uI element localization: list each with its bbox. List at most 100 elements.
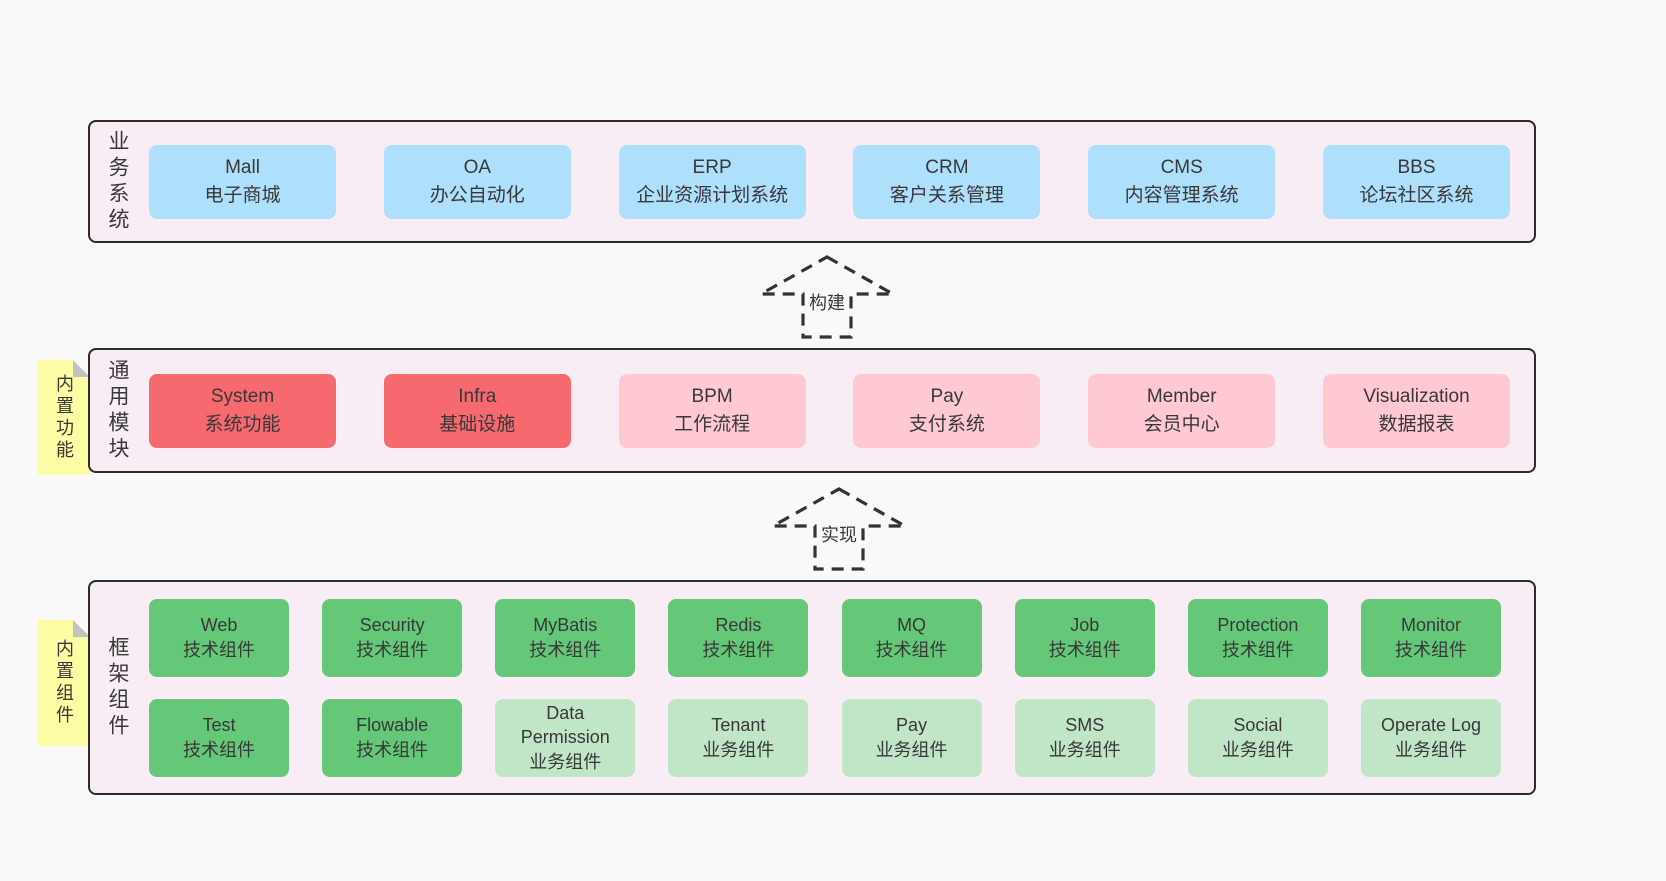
box-subtitle: 技术组件 — [1221, 639, 1294, 660]
business-bbs-box: BBS 论坛社区系统 — [1322, 144, 1510, 219]
implement-arrow-label: 实现 — [818, 520, 860, 548]
builtin-features-note: 内置功能 — [38, 360, 90, 475]
business-oa-box: OA 办公自动化 — [383, 144, 571, 219]
box-title: System — [210, 385, 275, 407]
component-operate-log-box: Operate Log 业务组件 — [1360, 698, 1501, 777]
box-title: Operate Log — [1380, 715, 1482, 736]
box-title: BBS — [1397, 156, 1436, 178]
box-title: Security — [359, 615, 425, 636]
box-subtitle: 技术组件 — [875, 639, 948, 660]
box-subtitle: 系统功能 — [204, 413, 281, 435]
component-mybatis-box: MyBatis 技术组件 — [495, 598, 636, 677]
component-protection-box: Protection 技术组件 — [1187, 598, 1328, 677]
build-arrow-label: 构建 — [806, 288, 848, 316]
box-title: ERP — [692, 156, 732, 178]
builtin-features-note-label: 内置功能 — [54, 373, 74, 462]
box-title: Protection — [1217, 615, 1299, 636]
box-subtitle: 技术组件 — [356, 639, 429, 660]
box-title: Infra — [458, 385, 497, 407]
box-subtitle: 技术组件 — [529, 639, 602, 660]
box-title: Flowable — [356, 715, 429, 736]
implement-arrow: 实现 — [770, 486, 908, 572]
box-subtitle: 技术组件 — [1394, 639, 1467, 660]
component-pay-box: Pay 业务组件 — [841, 698, 982, 777]
box-title: CRM — [925, 156, 969, 178]
box-subtitle: 办公自动化 — [429, 184, 525, 206]
box-title: BPM — [691, 385, 733, 407]
module-pay-box: Pay 支付系统 — [853, 373, 1041, 448]
common-modules-panel: 通用模块 System 系统功能 Infra 基础设施 BPM 工作流程 Pay 支付系统 Me… — [88, 348, 1536, 473]
box-subtitle: 业务组件 — [1394, 739, 1467, 760]
module-visualization-box: Visualization 数据报表 — [1322, 373, 1510, 448]
box-subtitle: 数据报表 — [1378, 413, 1455, 435]
box-title: Monitor — [1400, 615, 1461, 636]
box-subtitle: 论坛社区系统 — [1359, 184, 1474, 206]
box-subtitle: 基础设施 — [439, 413, 516, 435]
business-crm-box: CRM 客户关系管理 — [853, 144, 1041, 219]
box-subtitle: 技术组件 — [183, 739, 255, 760]
box-subtitle: 客户关系管理 — [889, 184, 1004, 206]
box-subtitle: 会员中心 — [1143, 413, 1220, 435]
box-subtitle: 业务组件 — [529, 751, 602, 772]
box-title: Test — [202, 715, 236, 736]
box-title: CMS — [1160, 156, 1203, 178]
box-subtitle: 技术组件 — [1048, 639, 1121, 660]
builtin-components-note-label: 内置组件 — [54, 639, 74, 727]
component-job-box: Job 技术组件 — [1014, 598, 1155, 677]
up-arrow-icon — [770, 487, 908, 571]
up-arrow-icon — [758, 255, 896, 339]
box-title: Job — [1070, 615, 1100, 636]
component-sms-box: SMS 业务组件 — [1014, 698, 1155, 777]
box-subtitle: 业务组件 — [1048, 739, 1121, 760]
box-subtitle: 工作流程 — [674, 413, 751, 435]
box-subtitle: 业务组件 — [702, 739, 775, 760]
box-title: Data Permission — [520, 703, 610, 748]
component-data-permission-box: Data Permission 业务组件 — [495, 698, 636, 777]
business-systems-label: 业务系统 — [106, 129, 129, 234]
component-tenant-box: Tenant 业务组件 — [668, 698, 809, 777]
box-subtitle: 业务组件 — [875, 739, 948, 760]
box-title: OA — [463, 156, 492, 178]
component-monitor-box: Monitor 技术组件 — [1360, 598, 1501, 677]
box-title: Member — [1146, 385, 1217, 407]
build-arrow: 构建 — [758, 254, 896, 340]
business-cms-box: CMS 内容管理系统 — [1088, 144, 1276, 219]
module-infra-box: Infra 基础设施 — [383, 373, 571, 448]
business-erp-box: ERP 企业资源计划系统 — [618, 144, 806, 219]
component-mq-box: MQ 技术组件 — [841, 598, 982, 677]
box-title: MyBatis — [533, 615, 598, 636]
box-title: MQ — [897, 615, 927, 636]
box-title: Pay — [896, 715, 928, 736]
module-system-box: System 系统功能 — [149, 373, 336, 448]
box-subtitle: 业务组件 — [1221, 739, 1294, 760]
component-security-box: Security 技术组件 — [322, 598, 463, 677]
common-modules-label: 通用模块 — [106, 358, 129, 463]
box-title: Tenant — [711, 715, 766, 736]
box-subtitle: 技术组件 — [702, 639, 775, 660]
box-subtitle: 内容管理系统 — [1124, 184, 1239, 206]
box-subtitle: 企业资源计划系统 — [636, 184, 789, 206]
box-title: SMS — [1065, 715, 1105, 736]
box-subtitle: 技术组件 — [183, 639, 255, 660]
component-redis-box: Redis 技术组件 — [668, 598, 809, 677]
builtin-components-note: 内置组件 — [38, 620, 90, 746]
box-title: Visualization — [1363, 385, 1470, 407]
module-bpm-box: BPM 工作流程 — [618, 373, 806, 448]
framework-components-label: 框架组件 — [106, 635, 129, 740]
module-member-box: Member 会员中心 — [1088, 373, 1276, 448]
box-title: Pay — [930, 385, 964, 407]
box-subtitle: 技术组件 — [356, 739, 429, 760]
box-title: Redis — [715, 615, 762, 636]
box-subtitle: 电子商城 — [204, 184, 281, 206]
box-subtitle: 支付系统 — [908, 413, 985, 435]
